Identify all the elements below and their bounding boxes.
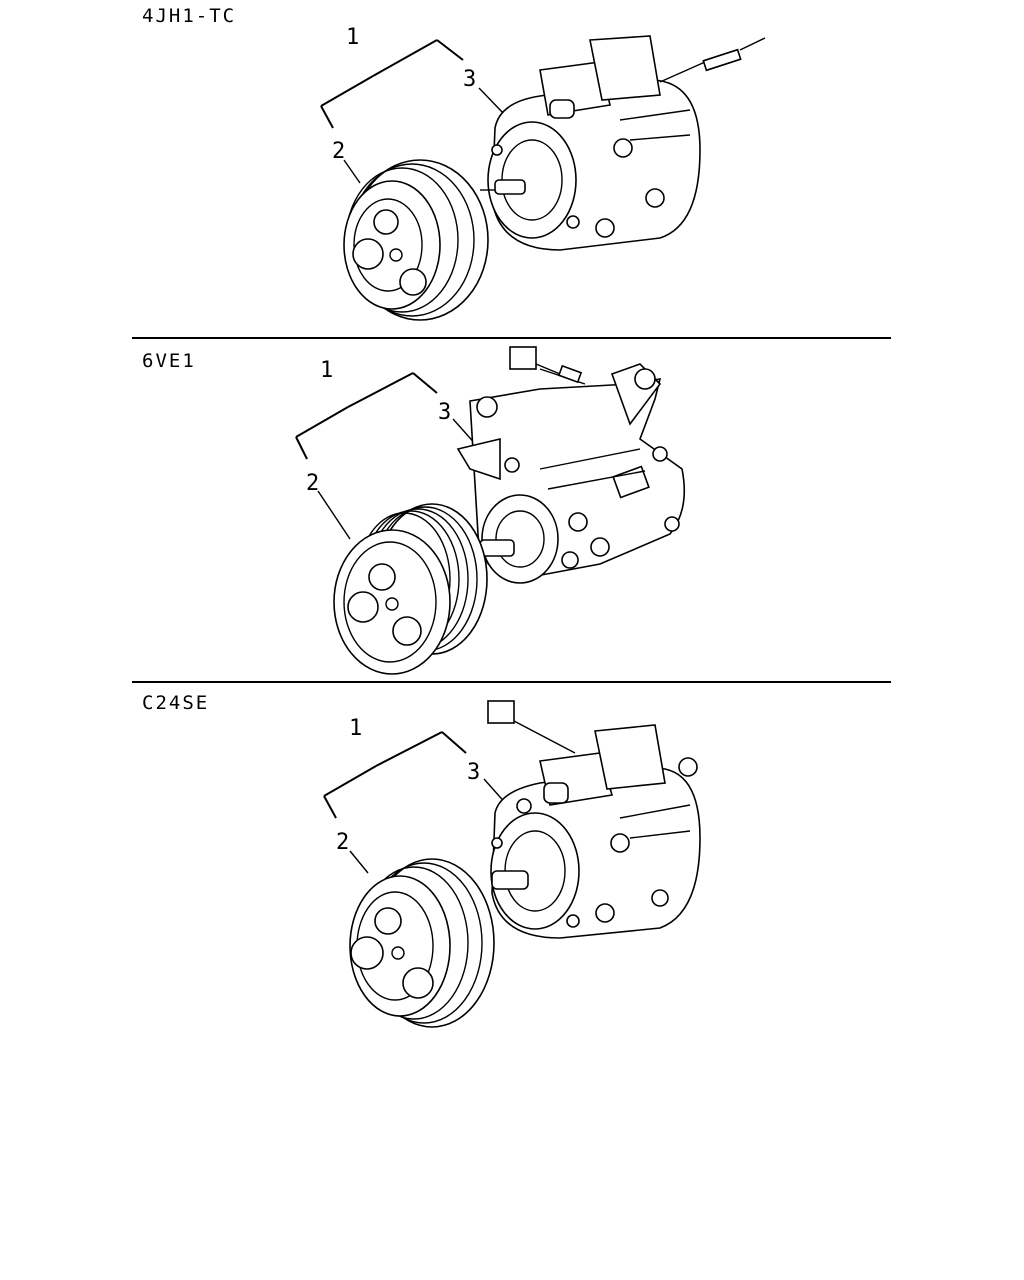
callout-2: 2 xyxy=(306,471,319,496)
callout-3: 3 xyxy=(438,400,451,425)
callout-bracket xyxy=(323,731,509,874)
callout-bracket xyxy=(320,39,506,184)
callout-1: 1 xyxy=(320,358,333,383)
callout-1: 1 xyxy=(346,25,359,50)
callout-2: 2 xyxy=(336,830,349,855)
pulley xyxy=(333,503,488,675)
section-divider xyxy=(132,337,891,339)
engine-label: 6VE1 xyxy=(142,350,196,372)
compressor-body xyxy=(456,346,686,584)
engine-label: 4JH1-TC xyxy=(142,5,237,27)
callout-3: 3 xyxy=(467,760,480,785)
panel-4jh1-tc: 4JH1-TC 1 2 3 xyxy=(0,0,1024,338)
connector-plug-icon xyxy=(487,700,515,724)
callout-3: 3 xyxy=(463,67,476,92)
panel-6ve1: 6VE1 1 2 3 xyxy=(0,339,1024,682)
compressor-diagram: 1 2 3 xyxy=(295,346,686,675)
callout-2: 2 xyxy=(332,139,345,164)
section-divider xyxy=(132,681,891,683)
engine-label: C24SE xyxy=(142,692,210,714)
compressor-body xyxy=(487,700,701,939)
connector-plug-icon xyxy=(509,346,537,370)
compressor-diagram: 1 2 3 xyxy=(320,25,766,321)
panel-c24se: C24SE 1 2 3 xyxy=(0,683,1024,1043)
compressor-diagram: 1 2 3 xyxy=(323,700,701,1028)
pulley xyxy=(349,858,495,1028)
callout-bracket xyxy=(295,372,479,540)
callout-1: 1 xyxy=(349,716,362,741)
pulley xyxy=(343,159,489,321)
compressor-body xyxy=(480,35,766,251)
